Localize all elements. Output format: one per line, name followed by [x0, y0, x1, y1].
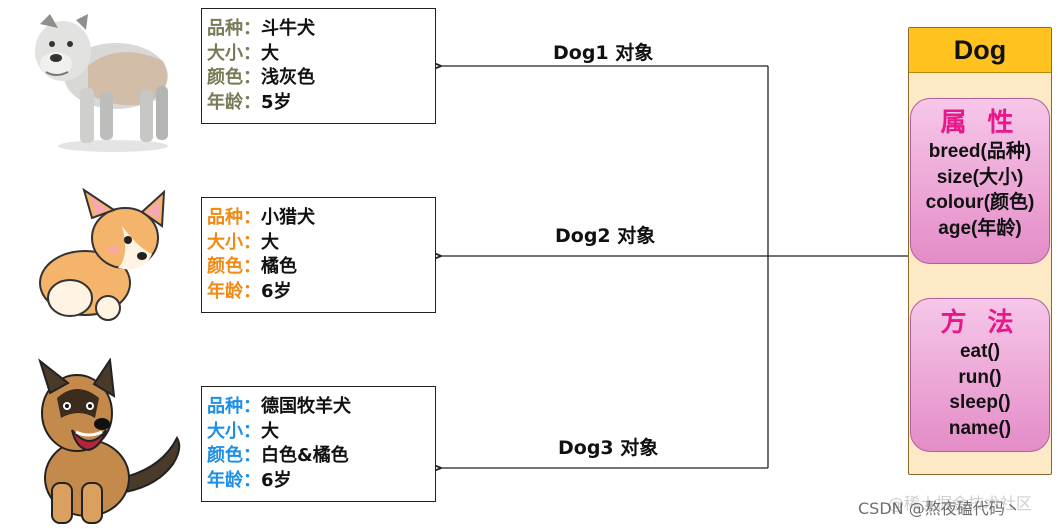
field-key: 品种 [207, 396, 243, 417]
field-key: 年龄 [207, 280, 243, 302]
field-separator: ： [243, 396, 261, 417]
bulldog-image [18, 6, 178, 156]
field-value: 白色&橘色 [261, 445, 349, 466]
attribute-item: breed(品种) [928, 141, 1032, 162]
dog-class-box: Dog 属 性 breed(品种) size(大小) colour(颜色) ag… [908, 27, 1052, 475]
field-separator: ： [243, 67, 261, 88]
field-value: 5岁 [261, 91, 292, 113]
german-shepherd-image [22, 358, 182, 528]
methods-heading: 方 法 [940, 308, 1020, 338]
field-separator: ： [243, 445, 261, 466]
method-item: sleep() [949, 392, 1011, 413]
field-value: 小猎犬 [261, 207, 315, 228]
dog2-breed-row: 品种：小猎犬 [207, 206, 435, 231]
field-key: 年龄 [207, 469, 243, 491]
field-separator: ： [243, 231, 261, 253]
field-value: 浅灰色 [261, 67, 315, 88]
class-name: Dog [909, 28, 1051, 73]
dog2-color-row: 颜色：橘色 [207, 255, 435, 280]
field-key: 颜色 [207, 256, 243, 277]
field-key: 品种 [207, 207, 243, 228]
method-item: name() [948, 417, 1012, 439]
dog1-size-row: 大小：大 [207, 42, 435, 67]
dog3-color-row: 颜色：白色&橘色 [207, 444, 435, 469]
dog1-age-row: 年龄：5岁 [207, 91, 435, 116]
field-value: 大 [261, 420, 279, 442]
field-key: 大小 [207, 420, 243, 442]
field-separator: ： [243, 420, 261, 442]
dog2-object-label: Dog2 对象 [555, 225, 656, 247]
attribute-item: age(年龄) [938, 217, 1022, 239]
field-key: 颜色 [207, 67, 243, 88]
dog1-color-row: 颜色：浅灰色 [207, 66, 435, 91]
method-item: eat() [959, 341, 1001, 362]
field-key: 品种 [207, 18, 243, 39]
dog3-info-box: 品种：德国牧羊犬 大小：大 颜色：白色&橘色 年龄：6岁 [201, 386, 436, 502]
field-value: 大 [261, 231, 279, 253]
dog1-info-box: 品种：斗牛犬 大小：大 颜色：浅灰色 年龄：5岁 [201, 8, 436, 124]
attributes-box: 属 性 breed(品种) size(大小) colour(颜色) age(年龄… [910, 98, 1050, 264]
dog2-age-row: 年龄：6岁 [207, 280, 435, 305]
dog3-object-label: Dog3 对象 [558, 437, 659, 459]
field-separator: ： [243, 256, 261, 277]
field-key: 大小 [207, 42, 243, 64]
attribute-item: colour(颜色) [925, 192, 1035, 213]
field-value: 斗牛犬 [261, 18, 315, 39]
attribute-item: size(大小) [936, 166, 1024, 188]
dog3-breed-row: 品种：德国牧羊犬 [207, 395, 435, 420]
field-separator: ： [243, 91, 261, 113]
dog2-size-row: 大小：大 [207, 231, 435, 256]
attributes-heading: 属 性 [940, 108, 1020, 138]
dog1-object-label: Dog1 对象 [553, 42, 654, 64]
field-key: 颜色 [207, 445, 243, 466]
method-item: run() [958, 366, 1002, 388]
field-separator: ： [243, 280, 261, 302]
field-value: 6岁 [261, 280, 292, 302]
field-key: 大小 [207, 231, 243, 253]
field-value: 德国牧羊犬 [261, 396, 351, 417]
field-separator: ： [243, 207, 261, 228]
dog3-size-row: 大小：大 [207, 420, 435, 445]
watermark-background: @稀土掘金技术社区 [888, 494, 1033, 513]
dog2-info-box: 品种：小猎犬 大小：大 颜色：橘色 年龄：6岁 [201, 197, 436, 313]
dog1-breed-row: 品种：斗牛犬 [207, 17, 435, 42]
corgi-image [30, 188, 170, 328]
field-separator: ： [243, 18, 261, 39]
field-value: 橘色 [261, 256, 297, 277]
field-value: 大 [261, 42, 279, 64]
field-key: 年龄 [207, 91, 243, 113]
dog3-age-row: 年龄：6岁 [207, 469, 435, 494]
field-separator: ： [243, 42, 261, 64]
field-separator: ： [243, 469, 261, 491]
methods-box: 方 法 eat() run() sleep() name() [910, 298, 1050, 452]
field-value: 6岁 [261, 469, 292, 491]
watermark: CSDN @熬夜磕代码丶 [858, 499, 1021, 518]
